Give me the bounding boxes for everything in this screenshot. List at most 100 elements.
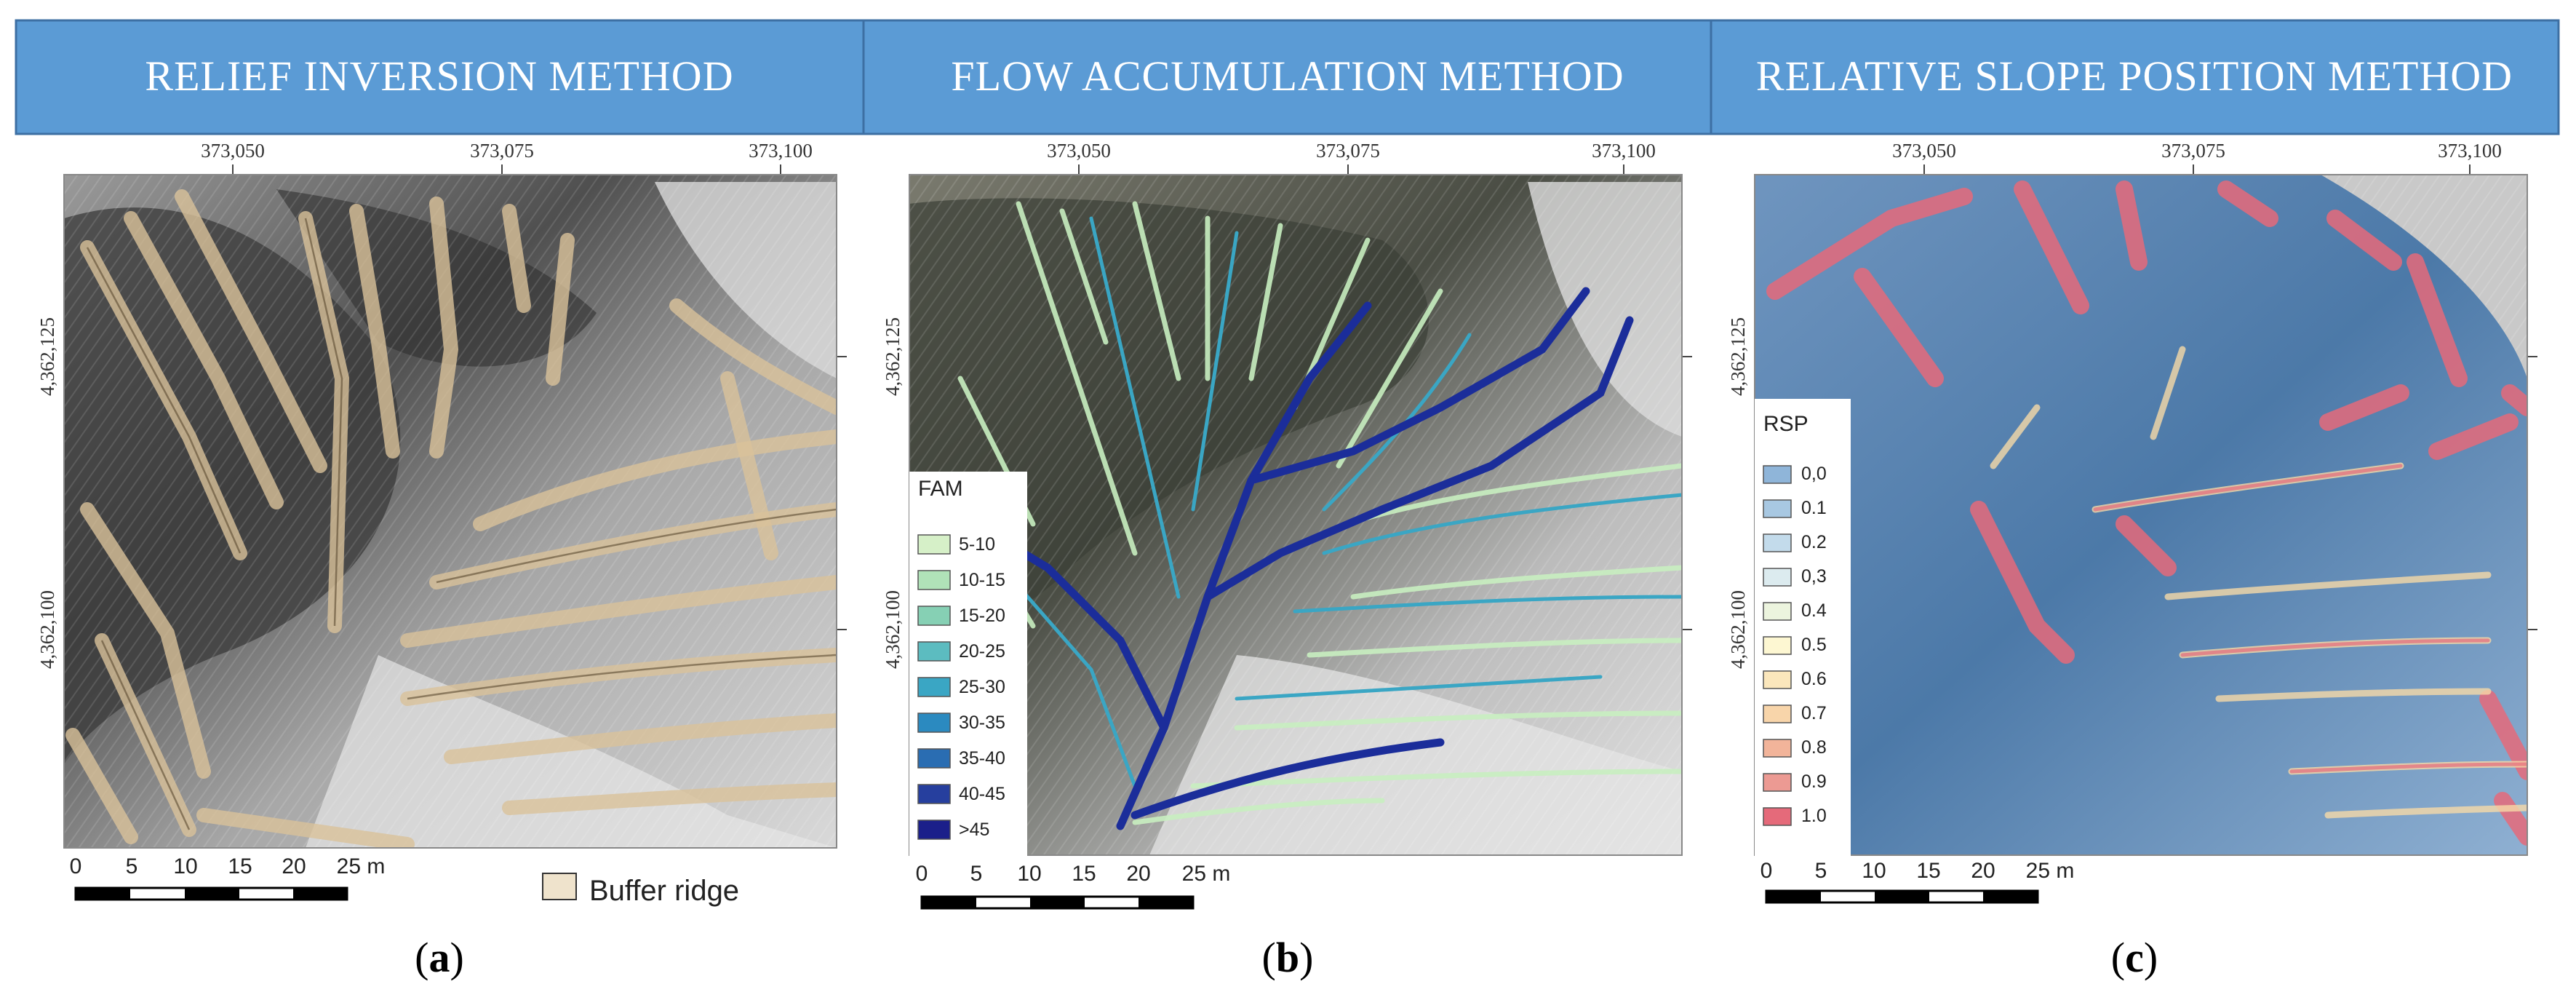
scale-bar-c: 0 5 10 15 20 25 m	[1760, 859, 2075, 904]
header-cell-flow	[862, 19, 1712, 135]
legend-swatch	[917, 820, 951, 840]
rsp-red-ridges	[1766, 180, 2527, 846]
scale-label: 10	[173, 854, 197, 878]
legend-label: 15-20	[959, 606, 1005, 626]
x-tick-label: 373,075	[2161, 140, 2225, 162]
buffer-ridge-label: Buffer ridge	[589, 875, 739, 907]
scale-label: 15	[228, 854, 252, 878]
legend-label: 0,3	[1801, 566, 1827, 587]
legend-swatch	[1763, 670, 1792, 689]
legend-label: 1.0	[1801, 806, 1827, 826]
legend-label: 0.5	[1801, 635, 1827, 655]
y-coord-labels-c: 4,362,125 4,362,100	[1727, 317, 1749, 669]
y-tick-label: 4,362,100	[1727, 590, 1749, 669]
panel-a: 373,050 373,075 373,100 4,362,125 4,362,…	[36, 140, 847, 981]
legend-label: 0.1	[1801, 498, 1827, 518]
legend-label: 0,0	[1801, 464, 1827, 484]
scale-bar-a: 0 5 10 15 20 25 m	[70, 854, 386, 901]
y-tick-marks-a	[837, 356, 847, 630]
y-tick-label: 4,362,125	[1727, 317, 1749, 396]
legend-swatch	[917, 713, 951, 733]
x-tick-label: 373,100	[1592, 140, 1656, 162]
y-coord-labels-a: 4,362,125 4,362,100	[36, 317, 58, 669]
flow-lines-mid	[987, 216, 1682, 788]
flow-accumulation-map	[909, 175, 1682, 855]
legend-swatch	[1763, 465, 1792, 484]
legend-swatch	[1763, 602, 1792, 621]
legend-label: 35-40	[959, 748, 1005, 769]
legend-swatch	[1763, 533, 1792, 552]
header-title-rsp: RELATIVE SLOPE POSITION METHOD	[1756, 52, 2513, 100]
fam-legend-items: 5-1010-1515-2020-2525-3030-3535-4040-45>…	[917, 534, 1005, 840]
legend-label: 30-35	[959, 713, 1005, 733]
scale-label: 20	[1971, 859, 1995, 883]
x-coord-labels-a: 373,050 373,075 373,100	[201, 140, 813, 162]
fam-legend: FAM 5-10 10-15 15-20 20-25 25-30 30-35 35-40 40…	[909, 472, 1027, 856]
scale-bar-b: 0 5 10 15 20 25 m	[916, 862, 1231, 910]
legend-swatch	[917, 641, 951, 662]
x-tick-label: 373,075	[470, 140, 534, 162]
scale-label: 25 m	[2026, 859, 2075, 883]
legend-label: 0.6	[1801, 669, 1827, 689]
legend-swatch	[1763, 807, 1792, 826]
flow-lines-main	[970, 287, 1634, 830]
rsp-legend-title: RSP	[1763, 412, 1809, 436]
x-tick-label: 373,050	[201, 140, 265, 162]
legend-swatch	[1763, 773, 1792, 792]
panel-label-c: (c)	[2111, 934, 2158, 981]
panel-label-a: (a)	[415, 934, 464, 981]
rsp-map	[1755, 175, 2527, 855]
header-bar: RELIEF INVERSION METHOD FLOW ACCUMULATIO…	[15, 19, 2560, 135]
scale-label: 10	[1862, 859, 1886, 883]
scale-label: 25 m	[337, 854, 386, 878]
x-tick-label: 373,075	[1316, 140, 1380, 162]
header-cell-relief	[15, 19, 865, 135]
rsp-legend-items: 0,00.10.20,30.40.50.60.70.80.91.0	[1763, 464, 1827, 826]
legend-swatch	[917, 534, 951, 555]
buffer-ridge-legend: Buffer ridge	[542, 873, 739, 907]
hillshade-map-a	[64, 175, 837, 848]
x-tick-label: 373,050	[1892, 140, 1956, 162]
rsp-legend: RSP 0,00.10.20,30.40.50.60.70.80.91.0	[1755, 399, 1851, 856]
x-coord-labels-c: 373,050 373,075 373,100	[1892, 140, 2502, 162]
scale-label: 5	[126, 854, 138, 878]
scale-label: 25 m	[1182, 862, 1231, 886]
x-tick-marks-a	[232, 164, 781, 175]
legend-label: 0.2	[1801, 532, 1827, 552]
x-tick-label: 373,050	[1047, 140, 1111, 162]
legend-label: 0.9	[1801, 771, 1827, 792]
legend-swatch	[1763, 739, 1792, 758]
buffer-ridge-swatch	[542, 873, 577, 900]
x-tick-marks-b	[1078, 164, 1624, 175]
x-coord-labels-b: 373,050 373,075 373,100	[1047, 140, 1656, 162]
legend-swatch	[917, 570, 951, 590]
legend-swatch	[917, 748, 951, 769]
y-tick-marks-b	[1682, 356, 1692, 630]
legend-label: 0.8	[1801, 737, 1827, 758]
scale-label: 5	[970, 862, 983, 886]
map-frame-a	[63, 174, 837, 849]
x-tick-label: 373,100	[2438, 140, 2502, 162]
y-tick-marks-c	[2527, 356, 2537, 630]
legend-swatch	[917, 784, 951, 804]
legend-swatch	[1763, 568, 1792, 587]
legend-swatch	[917, 677, 951, 697]
scale-label: 10	[1017, 862, 1041, 886]
legend-label: 20-25	[959, 641, 1005, 662]
header-title-relief: RELIEF INVERSION METHOD	[145, 52, 733, 100]
fam-legend-title: FAM	[918, 477, 963, 501]
legend-swatch	[917, 606, 951, 626]
legend-swatch	[1763, 705, 1792, 723]
panel-c: 373,050 373,075 373,100 4,362,125 4,362,…	[1727, 140, 2537, 981]
scale-label: 0	[70, 854, 82, 878]
legend-swatch	[1763, 499, 1792, 518]
scale-label: 15	[1916, 859, 1940, 883]
legend-label: 5-10	[959, 534, 995, 555]
legend-label: 25-30	[959, 677, 1005, 697]
x-tick-marks-c	[1923, 164, 2471, 175]
panel-b: 373,050 373,075 373,100 4,362,125 4,362,…	[882, 140, 1692, 981]
legend-label: 10-15	[959, 570, 1005, 590]
legend-label: 40-45	[959, 784, 1005, 804]
scale-label: 20	[1126, 862, 1150, 886]
